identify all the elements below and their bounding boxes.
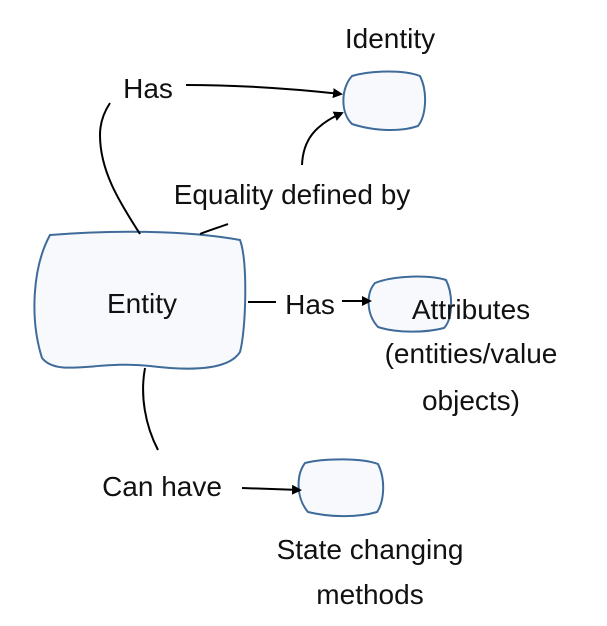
connector-entity-to-has-identity xyxy=(98,102,141,235)
state-methods-label-line-1: State changing xyxy=(277,534,464,565)
attributes-label-line-2: (entities/value xyxy=(385,338,558,369)
identity-label: Identity xyxy=(345,23,435,54)
attributes-label-line-1: Attributes xyxy=(412,294,530,325)
entity-shape xyxy=(33,230,247,370)
arrow-equality-to-identity xyxy=(301,111,344,166)
identity-shape xyxy=(342,70,426,132)
edge-label-has-identity: Has xyxy=(123,73,173,104)
attributes-label-line-3: objects) xyxy=(422,385,520,416)
arrow-has-to-identity xyxy=(185,84,343,99)
edge-label-can-have: Can have xyxy=(102,471,222,502)
connector-entity-to-can-have xyxy=(142,367,159,451)
attributes-shape xyxy=(367,275,452,333)
edge-label-has-attributes: Has xyxy=(285,289,335,320)
edge-label-equality: Equality defined by xyxy=(174,179,411,210)
entity-label: Entity xyxy=(107,288,177,319)
state-methods-label-line-2: methods xyxy=(316,579,423,610)
connector-entity-to-equality xyxy=(199,223,229,235)
state-methods-shape xyxy=(297,458,385,518)
arrow-can-have-to-state-methods xyxy=(241,484,302,495)
